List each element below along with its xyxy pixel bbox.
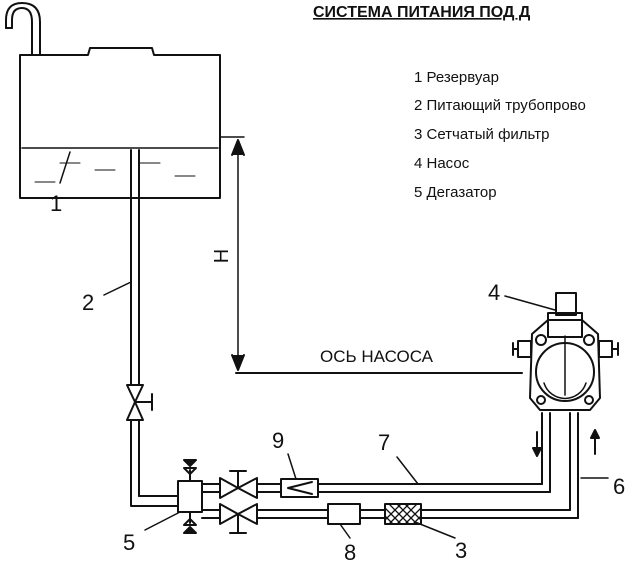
height-dimension bbox=[219, 136, 245, 371]
height-label: H bbox=[211, 249, 233, 263]
label-4: 4 bbox=[488, 280, 500, 305]
legend-item-5: 5 Дегазатор bbox=[414, 184, 497, 201]
legend-item-3: 3 Сетчатый фильтр bbox=[414, 126, 549, 143]
label-1: 1 bbox=[50, 191, 62, 216]
label-7: 7 bbox=[378, 430, 390, 455]
label-9: 9 bbox=[272, 428, 284, 453]
leader-3 bbox=[414, 521, 456, 539]
component-8-box bbox=[327, 503, 361, 525]
suction-line bbox=[201, 412, 579, 519]
label-5: 5 bbox=[123, 530, 135, 555]
return-line bbox=[201, 412, 551, 493]
return-valve bbox=[219, 470, 258, 499]
label-8: 8 bbox=[344, 540, 356, 561]
check-valve bbox=[280, 478, 319, 498]
legend-item-2: 2 Питающий трубопрово bbox=[414, 97, 586, 114]
leader-4 bbox=[504, 295, 556, 311]
shutoff-valve bbox=[126, 384, 153, 421]
leader-1 bbox=[59, 151, 71, 184]
diagram-title: СИСТЕМА ПИТАНИЯ ПОД Д bbox=[313, 4, 531, 21]
suction-valve bbox=[219, 503, 258, 534]
tank bbox=[19, 47, 221, 199]
legend-item-1: 1 Резервуар bbox=[414, 69, 499, 86]
pump-axis-label: ОСЬ НАСОСА bbox=[320, 347, 434, 366]
degasser bbox=[177, 459, 203, 534]
leader-5 bbox=[144, 511, 181, 531]
vent-pipe bbox=[5, 2, 41, 56]
mesh-filter bbox=[384, 503, 422, 525]
leader-2 bbox=[103, 281, 132, 296]
feed-pipe bbox=[130, 149, 179, 507]
label-3: 3 bbox=[455, 538, 467, 561]
label-6: 6 bbox=[613, 474, 625, 499]
pump bbox=[512, 292, 619, 411]
leader-8 bbox=[339, 523, 351, 539]
label-2: 2 bbox=[82, 290, 94, 315]
leader-9 bbox=[287, 453, 297, 480]
flow-arrow-down bbox=[532, 431, 542, 457]
leader-7 bbox=[396, 456, 419, 485]
flow-arrow-up bbox=[590, 429, 600, 455]
legend-item-4: 4 Насос bbox=[414, 155, 470, 172]
